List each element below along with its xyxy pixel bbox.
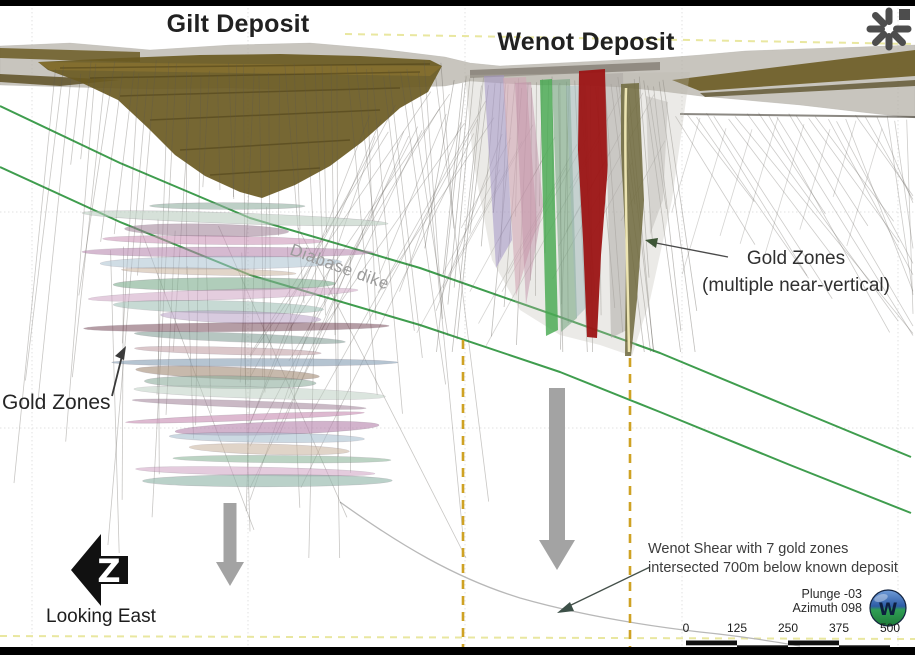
- wenot-deposit-title: Wenot Deposit: [497, 28, 675, 56]
- leader-gold-zones-right: [645, 238, 729, 258]
- burst-spinner-icon: [866, 7, 912, 51]
- gilt-deposit-title: Gilt Deposit: [166, 10, 310, 38]
- boundary-dashes: [0, 33, 915, 640]
- top-border: [0, 0, 915, 6]
- orientation-ball-letter: W: [879, 600, 898, 620]
- section-corridor-dashes: [461, 340, 632, 648]
- view-orientation-info: Plunge -03 Azimuth 098: [756, 587, 862, 615]
- annotation-leaders: [111, 238, 729, 613]
- azimuth-value: Azimuth 098: [792, 601, 862, 615]
- gilt-pit-shell: [38, 54, 442, 198]
- north-arrow-letter: Z: [97, 552, 120, 590]
- gilt-gold-zone-lenses: [81, 202, 399, 488]
- view-direction-arrow-icon: Z: [71, 534, 128, 606]
- down-arrow-gilt: [216, 503, 244, 586]
- wenot-gold-zone-panels: [465, 69, 690, 356]
- scale-tick-500: 500: [879, 621, 901, 635]
- wenot-shear-curve: [339, 501, 801, 647]
- gilt-gold-zones-label: Gold Zones: [2, 391, 111, 414]
- depth-extension-arrows: [216, 388, 575, 586]
- plunge-value: Plunge -03: [801, 587, 862, 601]
- bottom-border: [0, 647, 915, 655]
- wenot-shear-note: Wenot Shear with 7 gold zones intersecte…: [648, 540, 898, 578]
- scale-tick-375: 375: [828, 621, 850, 635]
- scale-tick-250: 250: [777, 621, 799, 635]
- scale-tick-0: 0: [682, 621, 690, 635]
- wenot-gold-zones-label-line1: Gold Zones: [746, 248, 846, 269]
- diabase-dike-lines: [0, 105, 912, 514]
- down-arrow-wenot: [539, 388, 575, 570]
- leader-shear-note: [557, 566, 651, 613]
- orientation-ball-icon: W: [869, 589, 907, 627]
- leader-gold-zones-left: [111, 346, 126, 397]
- wenot-shear-note-line2: intersected 700m below known deposit: [648, 560, 898, 576]
- wenot-gold-zones-label-line2: (multiple near-vertical): [702, 275, 890, 296]
- looking-east-label: Looking East: [46, 606, 156, 627]
- wenot-gold-zones-label: Gold Zones (multiple near-vertical): [678, 245, 914, 299]
- wenot-shear-note-line1: Wenot Shear with 7 gold zones: [648, 541, 849, 557]
- scale-tick-125: 125: [726, 621, 748, 635]
